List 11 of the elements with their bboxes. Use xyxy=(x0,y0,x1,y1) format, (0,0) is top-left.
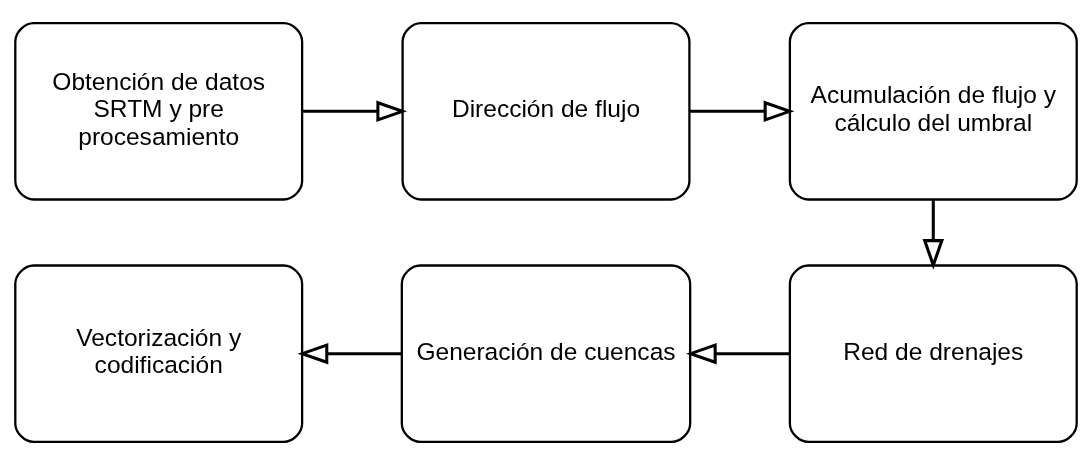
arrow xyxy=(689,100,795,123)
arrow xyxy=(685,342,790,365)
arrow xyxy=(297,342,402,365)
node-box: Red de drenajes xyxy=(788,264,1078,443)
arrow xyxy=(922,199,945,270)
node-box: Obtención de datos SRTM y pre procesamiento xyxy=(14,22,304,201)
node-box: Acumulación de flujo y cálculo del umbral xyxy=(788,22,1078,201)
node-box: Generación de cuencas xyxy=(400,264,692,443)
node-box: Dirección de flujo xyxy=(401,22,691,201)
arrow xyxy=(302,100,408,123)
node-box: Vectorización y codificación xyxy=(14,264,304,443)
